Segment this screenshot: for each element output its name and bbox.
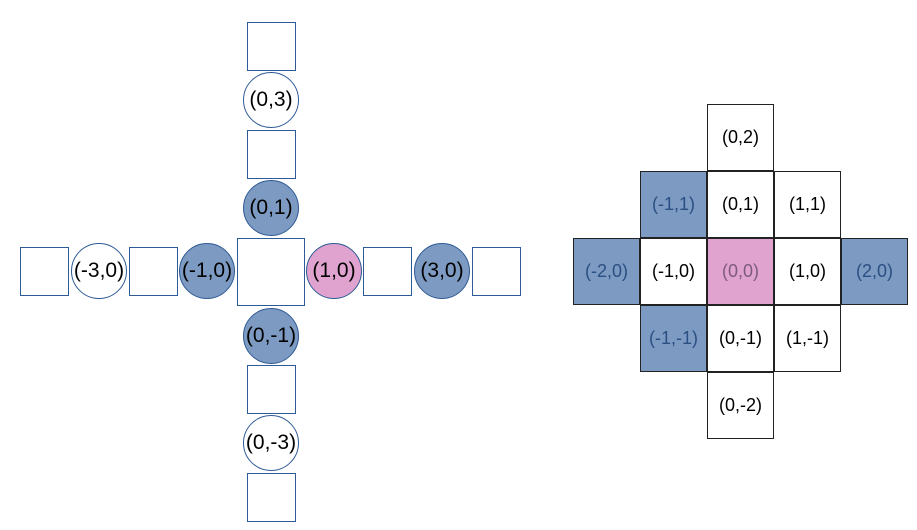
grid-cell: (1,-1) [774, 305, 841, 372]
grid-cell: (0,-2) [707, 372, 774, 439]
coordinate-circle: (1,0) [306, 243, 362, 299]
coordinate-circle: (0,-3) [243, 415, 299, 471]
coordinate-circle: (-3,0) [71, 243, 127, 299]
lattice-square [129, 247, 178, 296]
lattice-square [247, 473, 296, 522]
lattice-square [247, 130, 296, 179]
coordinate-circle: (0,3) [243, 72, 299, 128]
grid-cell: (-1,0) [640, 238, 707, 305]
grid-cell: (1,1) [774, 171, 841, 238]
grid-cell: (0,0) [707, 238, 774, 305]
coordinate-circle: (0,1) [243, 180, 299, 236]
grid-cell: (-1,-1) [640, 305, 707, 372]
grid-cell: (-1,1) [640, 171, 707, 238]
coordinate-circle: (3,0) [414, 243, 470, 299]
coordinate-circle: (-1,0) [179, 243, 235, 299]
center-square [237, 238, 305, 306]
grid-cell: (2,0) [841, 238, 908, 305]
lattice-square [247, 22, 296, 71]
grid-cell: (1,0) [774, 238, 841, 305]
coordinate-circle: (0,-1) [243, 308, 299, 364]
lattice-square [247, 365, 296, 414]
lattice-square [472, 247, 521, 296]
grid-cell: (0,2) [707, 104, 774, 171]
grid-cell: (-2,0) [573, 238, 640, 305]
lattice-square [363, 247, 412, 296]
lattice-square [20, 247, 69, 296]
grid-cell: (0,1) [707, 171, 774, 238]
grid-cell: (0,-1) [707, 305, 774, 372]
